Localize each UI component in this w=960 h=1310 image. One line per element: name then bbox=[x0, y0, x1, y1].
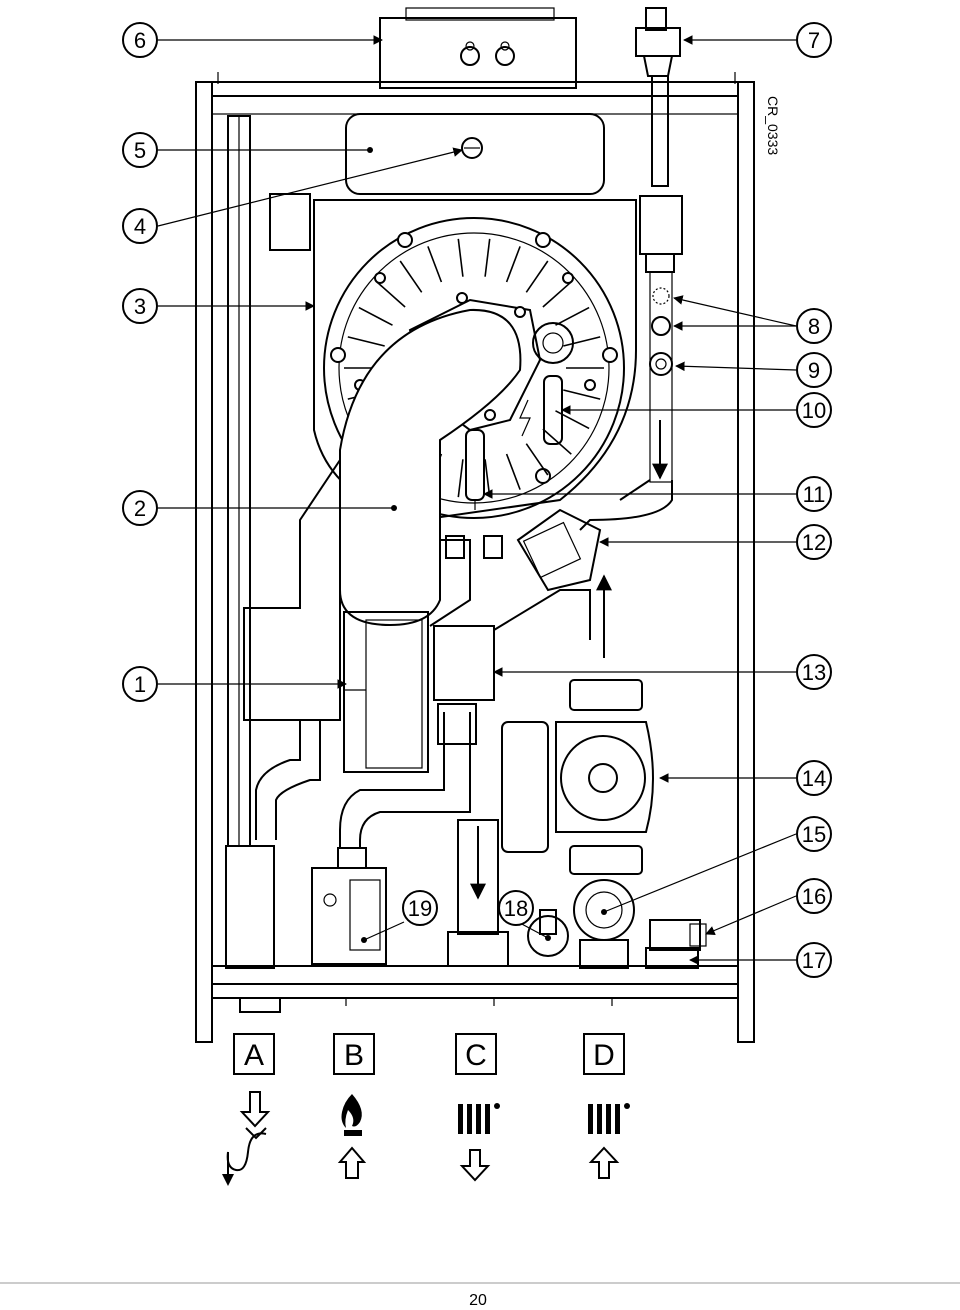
fin-line bbox=[376, 281, 406, 308]
three-way-valve-actuator bbox=[516, 508, 602, 592]
fin-line bbox=[563, 389, 601, 400]
fin-line bbox=[525, 443, 549, 476]
fin-line bbox=[525, 260, 549, 293]
fin-line bbox=[427, 246, 443, 283]
drain-icon bbox=[222, 1091, 271, 1186]
svg-text:19: 19 bbox=[408, 896, 432, 921]
callout-12: 12 bbox=[796, 524, 832, 560]
svg-text:9: 9 bbox=[808, 358, 820, 383]
callout-5: 5 bbox=[122, 132, 158, 168]
callout-11: 11 bbox=[796, 476, 832, 512]
flow-arrows bbox=[470, 420, 668, 900]
heat-exchanger bbox=[313, 199, 637, 522]
connection-box-b: B bbox=[333, 1033, 375, 1075]
fin-line bbox=[358, 306, 393, 326]
svg-text:8: 8 bbox=[808, 314, 820, 339]
fin-line bbox=[555, 306, 590, 326]
callout-13: 13 bbox=[796, 654, 832, 690]
fin-line bbox=[347, 336, 385, 347]
fin-line bbox=[563, 336, 601, 347]
svg-text:12: 12 bbox=[802, 530, 826, 555]
fin-line bbox=[484, 459, 491, 498]
svg-text:2: 2 bbox=[134, 496, 146, 521]
hydraulic-manifold bbox=[429, 539, 591, 701]
callout-6: 6 bbox=[122, 22, 158, 58]
svg-text:6: 6 bbox=[134, 28, 146, 53]
flow-pipe bbox=[579, 195, 683, 531]
fan-unit bbox=[379, 7, 577, 89]
svg-text:4: 4 bbox=[134, 214, 146, 239]
callout-7: 7 bbox=[796, 22, 832, 58]
fin-line bbox=[457, 459, 464, 498]
page-number: 20 bbox=[469, 1292, 487, 1309]
callout-18: 18 bbox=[498, 890, 534, 926]
gas-valve bbox=[311, 847, 387, 965]
callout-10: 10 bbox=[796, 392, 832, 428]
drain-valve bbox=[527, 909, 569, 957]
left-return-pipe bbox=[225, 115, 275, 969]
connection-box-d: D bbox=[583, 1033, 625, 1075]
callout-8: 8 bbox=[796, 308, 832, 344]
control-panel-cover bbox=[345, 113, 605, 195]
svg-text:A: A bbox=[244, 1039, 264, 1072]
flame-detection-electrode bbox=[465, 429, 485, 510]
side-bracket bbox=[243, 456, 341, 721]
callout-2: 2 bbox=[122, 490, 158, 526]
boiler-casing bbox=[195, 72, 755, 1043]
fin-line bbox=[457, 238, 464, 277]
return-pipe bbox=[447, 819, 509, 967]
pipe-clips bbox=[445, 535, 503, 559]
callout-1: 1 bbox=[122, 666, 158, 702]
svg-text:18: 18 bbox=[504, 896, 528, 921]
svg-text:10: 10 bbox=[802, 398, 826, 423]
fin-line bbox=[505, 246, 521, 283]
air-intake-duct bbox=[339, 308, 522, 627]
radiator-icon bbox=[458, 1103, 500, 1182]
lower-pipe bbox=[255, 720, 301, 840]
auto-air-vent bbox=[635, 7, 681, 187]
cover-bracket bbox=[269, 193, 311, 251]
svg-text:15: 15 bbox=[802, 822, 826, 847]
svg-text:7: 7 bbox=[808, 28, 820, 53]
callout-3: 3 bbox=[122, 288, 158, 324]
radiator-icon bbox=[588, 1103, 630, 1179]
svg-text:B: B bbox=[344, 1039, 364, 1072]
mounting-bolt bbox=[535, 468, 551, 484]
svg-text:16: 16 bbox=[802, 884, 826, 909]
svg-text:1: 1 bbox=[134, 672, 146, 697]
gas-flame-icon bbox=[337, 1094, 367, 1179]
drawing-code: CR_0333 bbox=[765, 96, 781, 155]
callout-17: 17 bbox=[796, 942, 832, 978]
fin-line bbox=[555, 410, 590, 430]
svg-text:11: 11 bbox=[803, 482, 826, 507]
svg-text:14: 14 bbox=[802, 766, 826, 791]
lower-pipe-inner bbox=[275, 720, 321, 840]
callout-9: 9 bbox=[796, 352, 832, 388]
callout-14: 14 bbox=[796, 760, 832, 796]
svg-text:17: 17 bbox=[802, 948, 826, 973]
svg-text:3: 3 bbox=[134, 294, 146, 319]
callout-16: 16 bbox=[796, 878, 832, 914]
callout-4: 4 bbox=[122, 208, 158, 244]
svg-text:C: C bbox=[465, 1039, 487, 1072]
fin-line bbox=[484, 238, 491, 277]
fin-line bbox=[542, 281, 572, 308]
svg-text:13: 13 bbox=[802, 660, 826, 685]
safety-valve-group bbox=[573, 879, 707, 969]
fin-line bbox=[542, 428, 572, 455]
callout-19: 19 bbox=[402, 890, 438, 926]
callout-leaders bbox=[157, 35, 797, 965]
gas-pipe bbox=[339, 703, 477, 848]
circulation-pump bbox=[501, 679, 654, 875]
svg-text:5: 5 bbox=[134, 138, 146, 163]
connection-box-a: A bbox=[233, 1033, 275, 1075]
fin-line bbox=[505, 453, 521, 490]
fin-line bbox=[399, 260, 423, 293]
callout-15: 15 bbox=[796, 816, 832, 852]
combustion-chamber-base bbox=[343, 611, 429, 773]
svg-text:D: D bbox=[593, 1039, 615, 1072]
connection-box-c: C bbox=[455, 1033, 497, 1075]
bottom-connections bbox=[239, 997, 613, 1013]
